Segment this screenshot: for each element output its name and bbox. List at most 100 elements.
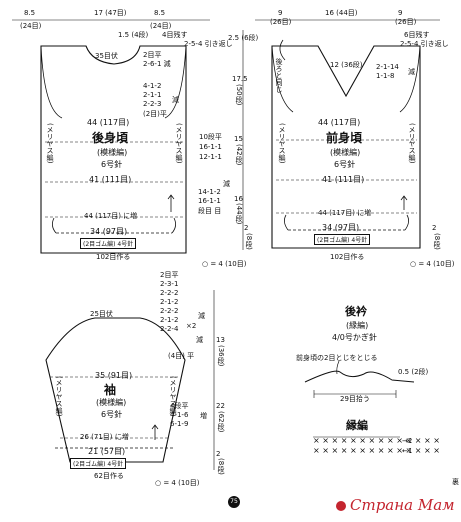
back-side-right: (メリヤス編) [175, 123, 183, 164]
side-mark: 裏 [452, 478, 459, 486]
back-circle-eq: ○ = 4 (10目) [202, 260, 247, 268]
sleeve-cap-mark-dec2: 減 [196, 336, 203, 344]
front-neck-dec-1: 2-1-14 [376, 63, 399, 71]
back-side-left: (メリヤス編) [46, 123, 54, 164]
back-title: 後身頃 [92, 131, 129, 145]
front-width-mid: 41 (111目) [322, 175, 365, 184]
sleeve-cap-dec-5: 2-1-2 [160, 316, 179, 324]
front-cast-on: 102目作る [330, 253, 365, 261]
sleeve-side-left: (メリヤス編) [55, 376, 63, 417]
back-dim-right-sub: (24目) [150, 22, 172, 30]
edging-title: 縁編 [346, 419, 368, 432]
back-armhole-height: 17.5 [232, 75, 248, 83]
back-armhole-left [40, 45, 63, 119]
front-dim-right: 9 [398, 9, 403, 17]
back-side-dec-1: 10段平 [199, 133, 222, 141]
front-shoulder-rows: 2.5 (6段) [228, 34, 259, 42]
front-neck-dec-2: 1-1-8 [376, 72, 395, 80]
sleeve-cap-flat: 2目平 [160, 271, 179, 279]
collar-pickup: 29目拾う [340, 395, 370, 403]
back-stitches-left: 4目残す [162, 31, 188, 39]
sleeve-side-right: (メリヤス編) [169, 376, 177, 417]
front-rib-rows: (8段) [433, 233, 441, 250]
sleeve-inc-1: 4-1-6 [170, 411, 189, 419]
watermark-text: Страна Мам [350, 496, 455, 514]
back-side-inc-1: 14-1-2 [198, 188, 221, 196]
back-width-mid: 41 (111目) [89, 175, 132, 184]
edging-mark-2: →2 [402, 437, 413, 445]
front-side-left: (メリヤス編) [278, 123, 286, 164]
back-arm-dec-mark: 減 [172, 96, 179, 104]
back-side-dec-2: 16-1-1 [199, 143, 222, 151]
sleeve-rib-rows: (8段) [217, 458, 225, 475]
back-neck-flat: 2目平 [143, 51, 162, 59]
back-arm-dec-3: 2-2-3 [143, 100, 162, 108]
back-rib-rows: (8段) [245, 233, 253, 250]
collar-title: 後衿 [345, 305, 367, 318]
sleeve-body-height: 22 [216, 402, 225, 410]
back-width-body: 44 (117目) [87, 118, 130, 127]
back-dim-center: 17 (47目) [94, 9, 127, 17]
front-side-right: (メリヤス編) [408, 123, 416, 164]
front-width-body: 44 (117目) [318, 118, 361, 127]
sleeve-rib-height: 2 [216, 450, 221, 458]
front-stitches-left: 6目残す [404, 31, 430, 39]
collar-note: 前身頃の2目とじをとじる [296, 354, 378, 362]
back-low-height: 16 [234, 195, 243, 203]
back-arm-dec-2: 2-1-1 [143, 91, 162, 99]
front-dim-center: 16 (44目) [325, 9, 358, 17]
collar-height: 0.5 (2段) [398, 368, 429, 376]
sleeve-cap-dec-2: 2-2-2 [160, 289, 179, 297]
back-increase-row: 44 (117目) に増 [84, 212, 138, 220]
back-width-rib: 34 (97目) [90, 227, 128, 236]
back-side-dec-3: 12-1-1 [199, 153, 222, 161]
front-same-as-back: 後ろと同じ [275, 58, 283, 93]
back-low-rows: (44段) [235, 203, 243, 225]
collar-pattern: (縁編) [346, 321, 369, 330]
sleeve-pattern: (模様編) [96, 398, 127, 407]
front-body-outline [271, 45, 421, 249]
sleeve-increase-row: 26 (71目) に増 [80, 433, 129, 441]
front-width-rib: 34 (97目) [322, 223, 360, 232]
sleeve-cap-mark-x2: ×2 [186, 322, 197, 330]
sleeve-title: 袖 [104, 383, 117, 397]
back-side-inc-2: 16-1-1 [198, 197, 221, 205]
sleeve-cap-dec-6: 2-2-4 [160, 325, 179, 333]
sleeve-circle-eq: ○ = 4 (10目) [155, 479, 200, 487]
back-dim-right: 8.5 [154, 9, 166, 17]
front-needle: 6号針 [334, 160, 356, 169]
front-increase-row: 44 (117目) に増 [318, 209, 372, 217]
front-neck-dec-mark: 減 [408, 68, 415, 76]
edging-row-2: × × × × × × × × × × × × × × [313, 436, 440, 445]
sleeve-cap-mark-dec: 減 [198, 312, 205, 320]
back-neck-bindoff: 35目伏 [95, 52, 118, 60]
sleeve-cap-flat-4: (4目) 平 [168, 352, 195, 360]
back-pattern: (模様編) [97, 148, 128, 157]
back-shoulder-rows: 1.5 (4段) [118, 31, 149, 39]
back-body-outline [40, 45, 187, 254]
front-rib-label: (2目ゴム編) 4号針 [314, 234, 371, 245]
sleeve-outline [45, 317, 186, 463]
back-cast-on: 102目作る [96, 253, 131, 261]
front-dim-left-sub: (26目) [270, 18, 292, 26]
front-pattern: (模様編) [330, 148, 361, 157]
back-side-inc-3: 段目 目 [198, 207, 222, 215]
back-mid-rows: (42段) [235, 144, 243, 166]
back-rib-label: (2目ゴム編) 4号針 [80, 238, 137, 249]
sleeve-inc-flat: 4段平 [170, 402, 189, 410]
back-armhole-right [164, 45, 187, 119]
front-title: 前身頃 [326, 131, 363, 145]
front-dim-right-sub: (26目) [395, 18, 417, 26]
front-dim-left: 9 [278, 9, 283, 17]
back-needle: 6号針 [101, 160, 123, 169]
sleeve-rib-label: (2目ゴム編) 4号針 [70, 458, 127, 469]
back-short-rows: 2-5-4 引き返し [184, 40, 233, 48]
back-arm-flat: (2目)平 [143, 110, 167, 118]
back-arm-dec-1: 4-1-2 [143, 82, 162, 90]
sleeve-body-rows: (62段) [217, 411, 225, 433]
sleeve-cap-dec-4: 2-2-2 [160, 307, 179, 315]
collar-outline [304, 370, 415, 383]
edging-row-1: × × × × × × × × × × × × × × [313, 446, 440, 455]
back-dim-left: 8.5 [24, 9, 36, 17]
